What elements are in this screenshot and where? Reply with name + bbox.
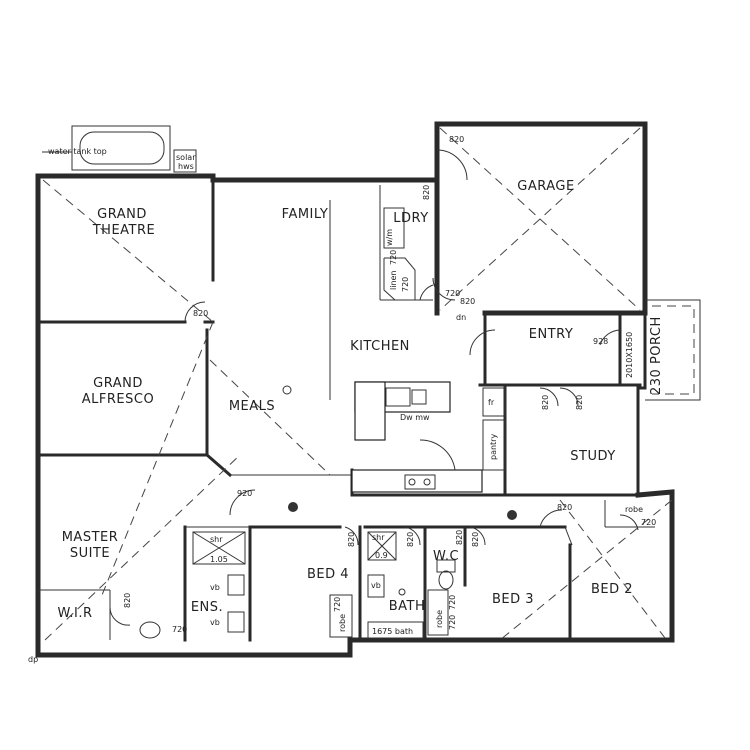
dim-900: 0.9 (375, 551, 388, 560)
smoke-alarm (282, 385, 292, 395)
room-label-master-suite-2: SUITE (70, 546, 110, 561)
pantry-label: pantry (489, 434, 498, 460)
door-720-wc: 720 (389, 250, 398, 265)
robe-bed2-label: robe (625, 505, 643, 514)
ens-shr-label: shr (210, 535, 223, 544)
ensuite-fixtures: shr 1.05 vb vb (139, 531, 246, 639)
room-label-family: FAMILY (282, 207, 329, 222)
dn-label: dn (456, 313, 466, 322)
room-label-kitchen: KITCHEN (350, 339, 410, 354)
fridge-label: fr (488, 398, 495, 407)
robe-bed4-label: robe (338, 614, 347, 632)
door-820-bed4: 820 (347, 532, 356, 547)
solar-label: solar (176, 153, 196, 162)
hws-label: hws (178, 162, 194, 171)
linen-label: linen (389, 270, 398, 290)
door-720-bed2: 720 (641, 518, 656, 527)
room-label-garage: GARAGE (517, 179, 574, 194)
kitchen-benches: Dw mw pantry fr (351, 381, 506, 493)
door-820-bath: 820 (406, 532, 415, 547)
door-820-study-b: 820 (575, 395, 584, 410)
downlight-2 (507, 510, 517, 520)
room-label-wir: W.I.R (58, 606, 93, 621)
door-820-ldry: 820 (422, 185, 431, 200)
door-820-study-a: 820 (541, 395, 550, 410)
door-720-ens: 720 (172, 625, 187, 634)
porch-opening: 2010X1650 (625, 332, 634, 378)
door-820-garage2: 820 (460, 297, 475, 306)
room-label-study: STUDY (570, 449, 615, 464)
dw-label: Dw mw (400, 413, 430, 422)
door-720-robe3: 720 (448, 595, 457, 610)
room-label-grand-alfresco-2: ALFRESCO (82, 392, 154, 407)
water-tank: water tank top (42, 125, 171, 171)
door-928: 928 (593, 337, 608, 346)
room-label-porch: 230 PORCH (649, 316, 664, 395)
room-label-ldry: LDRY (393, 211, 428, 226)
door-720-robe4: 720 (333, 597, 342, 612)
downlight-1 (288, 502, 298, 512)
room-label-grand-theatre-2: THEATRE (92, 223, 156, 238)
room-label-master-suite-1: MASTER (62, 530, 119, 545)
room-label-bath: BATH (389, 599, 426, 614)
ens-vb-label: vb (210, 583, 220, 592)
room-label-entry: ENTRY (529, 327, 574, 342)
room-labels: GRAND THEATRE FAMILY LDRY GARAGE KITCHEN… (58, 179, 665, 621)
bath-fixtures: shr 0.9 vb 1675 bath (367, 531, 424, 639)
room-label-grand-theatre-1: GRAND (97, 207, 147, 222)
bath-shr-label: shr (372, 533, 385, 542)
room-label-bed3: BED 3 (492, 592, 534, 607)
roof-lines (42, 127, 673, 641)
door-720-robe3b: 720 (448, 615, 457, 630)
door-920: 920 (237, 489, 252, 498)
laundry-fixtures: w/m linen (383, 207, 416, 301)
room-label-ens: ENS. (191, 600, 223, 615)
dp-label: dp (28, 655, 38, 664)
robe-bed3-label: robe (435, 610, 444, 628)
solar-hws: solar hws (173, 149, 197, 173)
robes: robe robe robe (329, 505, 643, 638)
bath-vb-label: vb (371, 581, 381, 590)
interior-walls (36, 178, 655, 642)
door-720-linen: 720 (401, 277, 410, 292)
ens-size-label: 1.05 (210, 555, 228, 564)
water-tank-label: water tank top (48, 147, 107, 156)
door-annotations: 820 820 820 720 720 820 dn 928 2010X1650… (28, 135, 656, 664)
door-820-theatre: 820 (193, 309, 208, 318)
room-label-grand-alfresco-1: GRAND (93, 376, 143, 391)
room-label-bed2: BED 2 (591, 582, 633, 597)
door-820-hall: 820 (557, 503, 572, 512)
door-820-wc: 820 (455, 530, 464, 545)
bath-size-label: 1675 bath (372, 627, 413, 636)
room-label-meals: MEALS (229, 399, 275, 414)
door-720-ldry: 720 (445, 289, 460, 298)
room-label-bed4: BED 4 (307, 567, 349, 582)
door-820-bed3: 820 (471, 532, 480, 547)
door-820-wir: 820 (123, 593, 132, 608)
outer-walls (35, 121, 701, 658)
room-label-wc: W.C (433, 549, 459, 564)
wm-label: w/m (385, 229, 394, 246)
ens-vb2-label: vb (210, 618, 220, 627)
wc-fixtures (436, 559, 456, 590)
door-swings (109, 149, 639, 626)
door-820-garage: 820 (449, 135, 464, 144)
